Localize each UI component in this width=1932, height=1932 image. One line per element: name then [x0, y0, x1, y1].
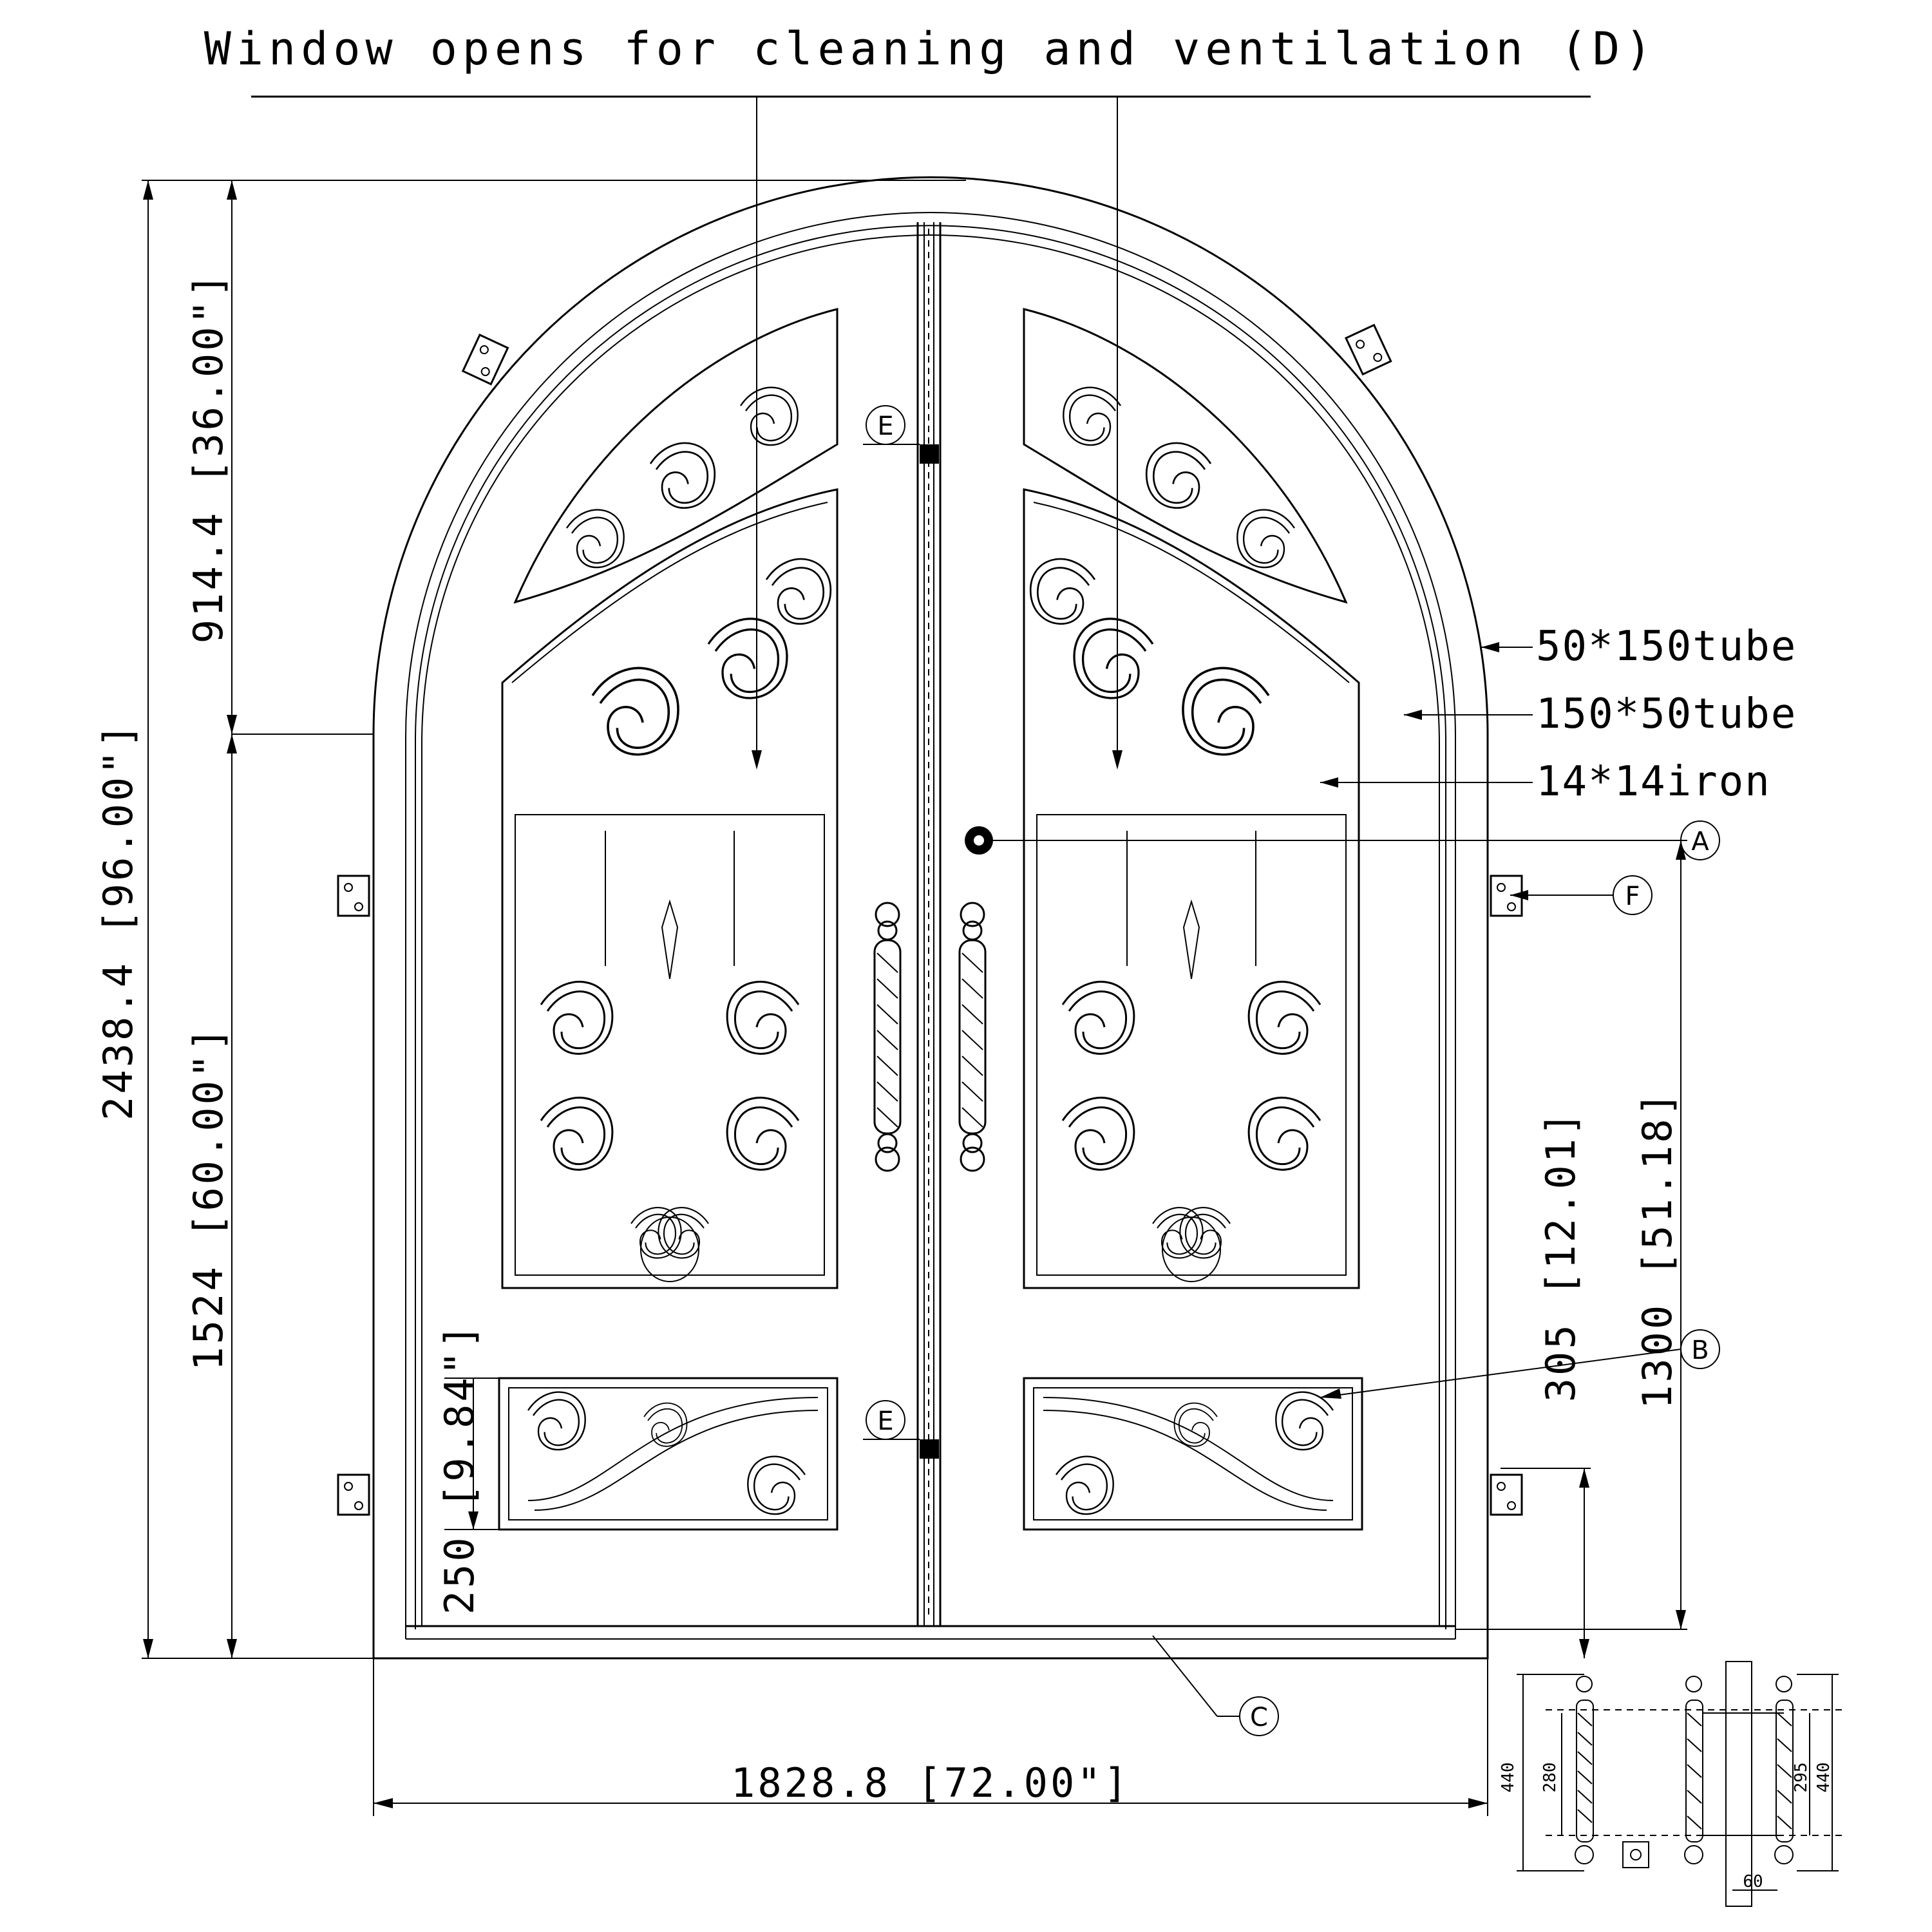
drawing-title: Window opens for cleaning and ventilatio…: [204, 23, 1657, 75]
detail-right-height: 440: [1814, 1763, 1833, 1793]
callout-inner-tube: 150*50tube: [1536, 690, 1797, 738]
dim-arch-height: 914.4 [36.00"]: [185, 271, 232, 644]
bubble-a: A: [1680, 820, 1720, 860]
svg-text:C: C: [1250, 1703, 1268, 1732]
right-dimensions: [992, 840, 1687, 1658]
svg-text:A: A: [1691, 827, 1709, 857]
callout-outer-tube: 50*150tube: [1536, 623, 1797, 670]
dim-lower-height: 1524 [60.00"]: [185, 1025, 232, 1370]
right-arch-window: [1023, 308, 1360, 1289]
detail-right-inner: 295: [1792, 1763, 1811, 1793]
left-dimensions: [142, 180, 966, 1659]
svg-text:B: B: [1691, 1336, 1709, 1365]
svg-text:E: E: [877, 1406, 893, 1436]
dim-hinge-to-bottom: 305 [12.01]: [1537, 1110, 1584, 1403]
dim-total-width: 1828.8 [72.00"]: [731, 1759, 1130, 1806]
dim-lock-to-bottom: 1300 [51.18]: [1634, 1090, 1681, 1409]
svg-text:F: F: [1625, 882, 1640, 911]
dim-lower-panel: 250 [9.84"]: [436, 1322, 483, 1615]
arrow-d-left: [752, 750, 762, 770]
door-frame: [372, 176, 1489, 1660]
bubble-f: F: [1510, 875, 1653, 915]
lower-panels: [498, 1377, 1363, 1531]
handle-detail: [1517, 1661, 1842, 1907]
detail-depth: 60: [1743, 1872, 1763, 1891]
arrow-d-right: [1112, 750, 1122, 770]
bubble-b: B: [1320, 1329, 1720, 1399]
detail-left-height: 440: [1499, 1763, 1518, 1793]
bubble-e-bottom: E: [863, 1400, 920, 1440]
callout-iron: 14*14iron: [1536, 758, 1771, 806]
dim-total-height: 2438.4 [96.00"]: [95, 721, 142, 1121]
bubble-c: C: [1152, 1635, 1279, 1736]
left-arch-window: [501, 308, 838, 1289]
detail-left-inner: 280: [1540, 1763, 1560, 1793]
door-handles: [873, 826, 993, 1172]
bubble-e-top: E: [863, 405, 920, 445]
svg-text:E: E: [877, 412, 893, 441]
